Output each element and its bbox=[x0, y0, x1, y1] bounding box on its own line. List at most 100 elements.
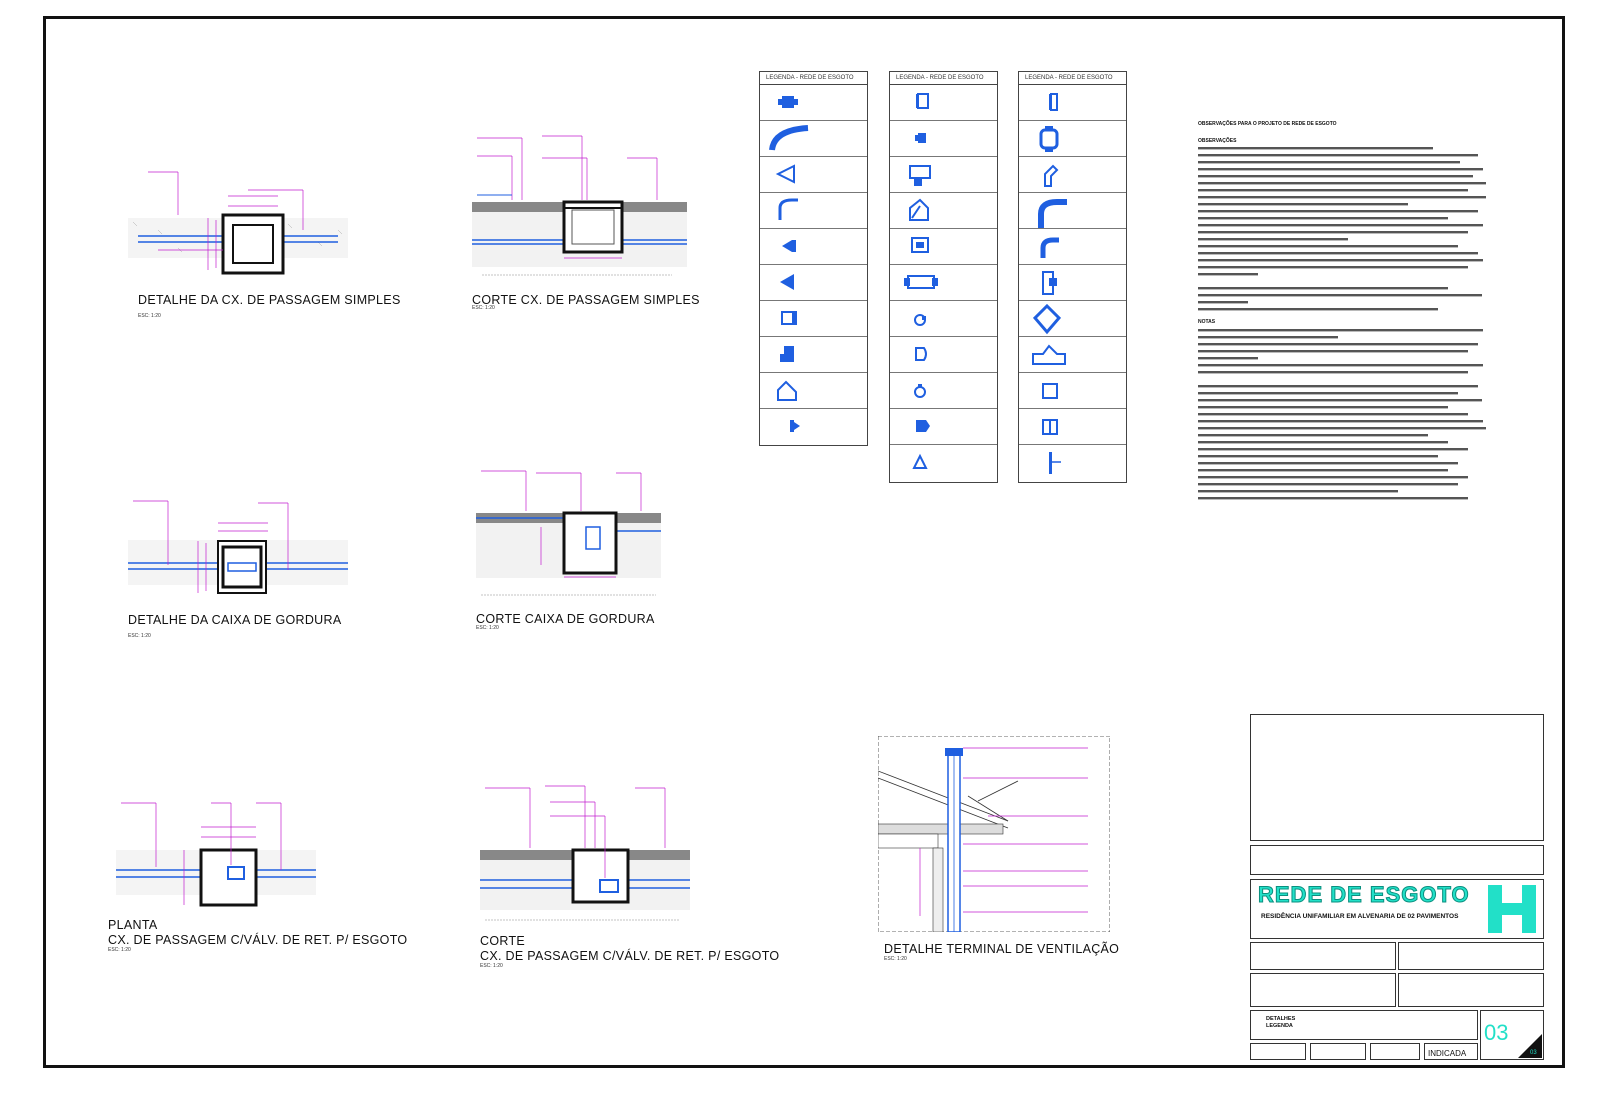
double-branch-icon bbox=[1032, 304, 1062, 335]
long-curve-icon bbox=[1038, 199, 1067, 228]
legend-row bbox=[890, 409, 997, 445]
plan-check-valve-box-drawing bbox=[116, 802, 316, 907]
legend-heading: LEGENDA - REDE DE ESGOTO bbox=[890, 72, 997, 85]
detail-scale: ESC: 1:20 bbox=[884, 956, 907, 962]
fitting-icon bbox=[778, 96, 798, 108]
detail-title: CORTE CX. DE PASSAGEM SIMPLES bbox=[472, 293, 700, 307]
legend-row bbox=[890, 121, 997, 157]
legend-row bbox=[890, 265, 997, 301]
legend-heading: LEGENDA - REDE DE ESGOTO bbox=[760, 72, 867, 85]
legend-row bbox=[760, 121, 867, 157]
legend-row bbox=[760, 409, 867, 444]
sheet-total: 03 bbox=[1530, 1050, 1537, 1056]
plan-simple-box-drawing bbox=[128, 171, 348, 275]
reducer-icon bbox=[775, 164, 795, 184]
logo-h-icon bbox=[1488, 885, 1536, 933]
detail-scale: ESC: 1:20 bbox=[476, 625, 499, 631]
notes-observations-heading: OBSERVAÇÕES bbox=[1198, 138, 1237, 145]
title-block-field bbox=[1310, 1043, 1366, 1060]
legend-row bbox=[1019, 409, 1126, 445]
title-block-field bbox=[1250, 973, 1396, 1007]
legend-row bbox=[760, 373, 867, 409]
valve-icon bbox=[916, 420, 930, 432]
legend-heading: LEGENDA - REDE DE ESGOTO bbox=[1019, 72, 1126, 85]
detail-scale: ESC: 1:20 bbox=[138, 313, 161, 319]
title-block-responsible bbox=[1250, 845, 1544, 875]
title-block-top-panel bbox=[1250, 714, 1544, 841]
detail-title-line1: PLANTA bbox=[108, 918, 158, 932]
detail-scale: ESC: 1:20 bbox=[108, 947, 131, 953]
content-line-2: LEGENDA bbox=[1266, 1023, 1293, 1029]
legend-row bbox=[760, 193, 867, 229]
legend-row bbox=[1019, 157, 1126, 193]
legend-row bbox=[760, 85, 867, 121]
legend-row bbox=[1019, 445, 1126, 480]
cap-end-icon bbox=[915, 347, 927, 361]
union-icon bbox=[904, 275, 938, 289]
detail-title: DETALHE DA CAIXA DE GORDURA bbox=[128, 613, 342, 627]
legend-row bbox=[890, 337, 997, 373]
legend-row bbox=[890, 445, 997, 480]
detail-scale: ESC: 1:20 bbox=[480, 963, 503, 969]
title-block-field bbox=[1250, 942, 1396, 970]
legend-row bbox=[760, 157, 867, 193]
section-check-valve-box-drawing bbox=[480, 785, 690, 921]
detail-scale: ESC: 1:20 bbox=[128, 633, 151, 639]
pipe-end-icon bbox=[916, 93, 929, 109]
bushing-icon bbox=[782, 240, 796, 252]
detail-scale: ESC: 1:20 bbox=[472, 305, 495, 311]
legend-row bbox=[890, 85, 997, 121]
branch-icon bbox=[777, 380, 797, 401]
legend-row bbox=[890, 373, 997, 409]
title-block-field bbox=[1250, 1043, 1306, 1060]
section-grease-trap-drawing bbox=[476, 470, 661, 596]
title-block-field bbox=[1398, 973, 1544, 1007]
sleeve-icon bbox=[915, 133, 926, 143]
y-branch-icon bbox=[1044, 164, 1059, 187]
legend-row bbox=[890, 157, 997, 193]
sheet-corner-mark bbox=[1518, 1034, 1542, 1058]
section-simple-box-drawing bbox=[472, 135, 687, 276]
notes-notes-text bbox=[1198, 328, 1486, 500]
plug-icon bbox=[790, 420, 800, 432]
cross-icon bbox=[1039, 126, 1059, 152]
curve-icon bbox=[769, 125, 809, 151]
title-block-field bbox=[1370, 1043, 1420, 1060]
legend-table-1: LEGENDA - REDE DE ESGOTO bbox=[759, 71, 868, 446]
content-line-1: DETALHES bbox=[1266, 1016, 1296, 1022]
legend-row bbox=[760, 229, 867, 265]
elbow-90-icon bbox=[1040, 237, 1059, 258]
detail-title: DETALHE TERMINAL DE VENTILAÇÃO bbox=[884, 942, 1120, 956]
tee-short-icon bbox=[1042, 271, 1057, 295]
inspection-box-icon bbox=[911, 237, 929, 253]
title-block-field bbox=[1398, 942, 1544, 970]
legend-row bbox=[890, 229, 997, 265]
sheet-number: 03 bbox=[1484, 1020, 1509, 1045]
detail-title-line2: CX. DE PASSAGEM C/VÁLV. DE RET. P/ ESGOT… bbox=[480, 949, 780, 963]
elbow-icon bbox=[778, 198, 798, 220]
vent-icon bbox=[912, 453, 928, 469]
legend-table-3: LEGENDA - REDE DE ESGOTO bbox=[1018, 71, 1127, 483]
notes-observations-text bbox=[1198, 147, 1486, 311]
title-block-scale-field bbox=[1424, 1043, 1478, 1060]
drawing-sheet-border bbox=[43, 16, 1565, 1068]
legend-row bbox=[890, 301, 997, 337]
legend-row bbox=[1019, 85, 1126, 121]
siphon-icon bbox=[909, 165, 931, 186]
legend-row bbox=[1019, 265, 1126, 301]
detail-title: CORTE CAIXA DE GORDURA bbox=[476, 612, 655, 626]
vent-terminal-drawing bbox=[878, 736, 1110, 932]
wye-icon bbox=[1032, 344, 1066, 365]
box-icon bbox=[1042, 383, 1058, 399]
grate-icon bbox=[914, 384, 926, 398]
title-block-content bbox=[1250, 1010, 1478, 1040]
legend-row bbox=[760, 301, 867, 337]
cap-icon bbox=[780, 274, 794, 290]
legend-row bbox=[890, 193, 997, 229]
legend-row bbox=[760, 337, 867, 373]
vent-pipe-icon bbox=[1049, 452, 1061, 474]
floor-drain-icon bbox=[909, 198, 929, 221]
legend-row bbox=[1019, 193, 1126, 229]
project-name: REDE DE ESGOTO bbox=[1258, 882, 1470, 908]
legend-row bbox=[1019, 121, 1126, 157]
